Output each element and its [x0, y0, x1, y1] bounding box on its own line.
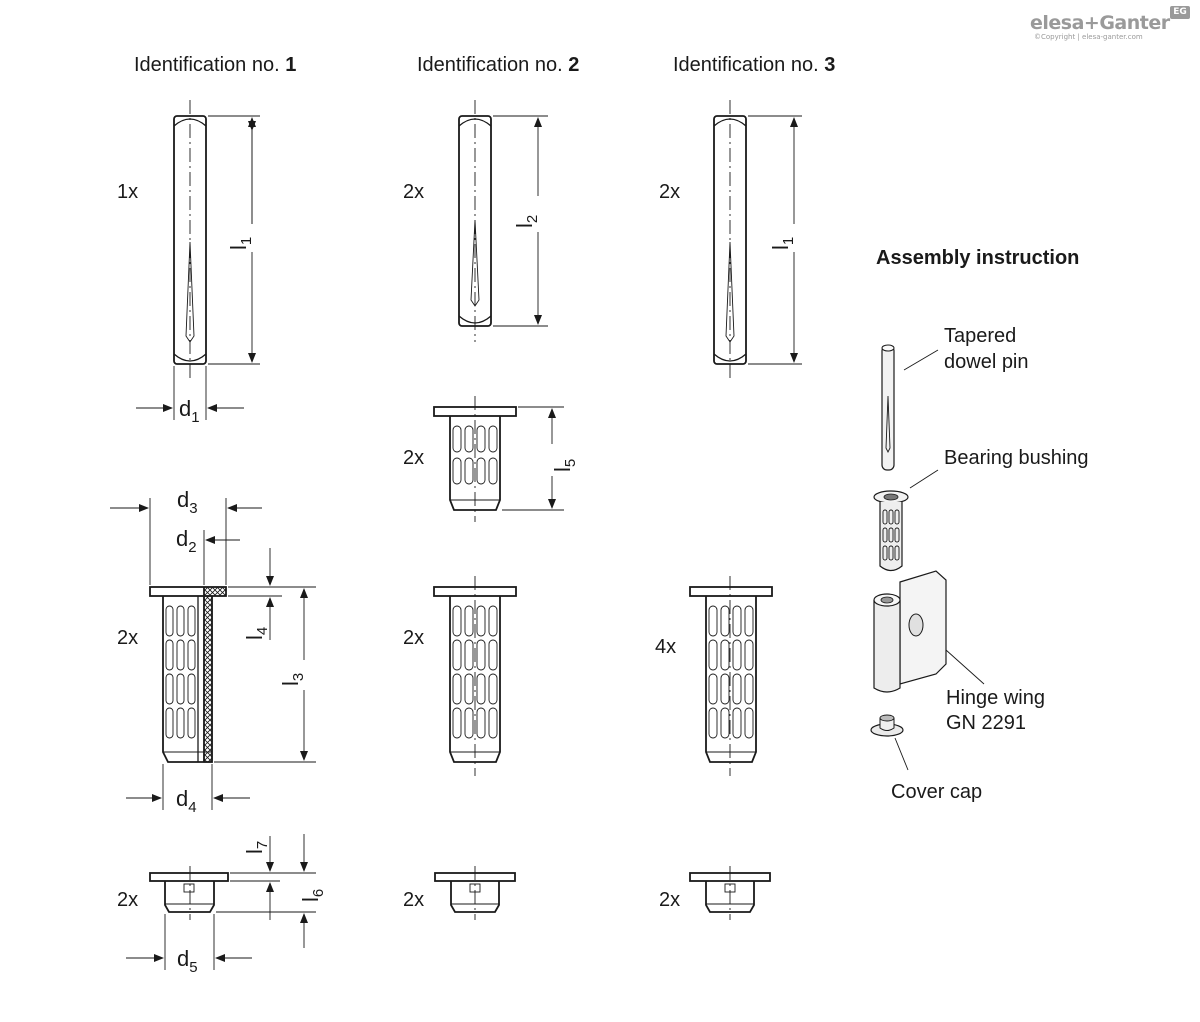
column-header-3: Identification no. 3	[673, 54, 835, 76]
qty-long-bushing-3: 4x	[655, 636, 676, 658]
qty-short-bushing: 2x	[403, 447, 424, 469]
qty-pin-2: 2x	[403, 181, 424, 203]
brand-logo: elesa+Ganter EG ©Copyright | elesa-gante…	[1030, 6, 1190, 44]
dim-label-l5: l5	[550, 459, 579, 472]
dim-l5: l5	[502, 406, 579, 511]
dim-l7-l6: l7 l6	[216, 834, 327, 948]
dim-d4: d4	[126, 764, 250, 816]
dim-label-d1: d1	[179, 396, 200, 426]
label-bearing-bushing: Bearing bushing	[944, 447, 1089, 469]
assembly-bearing-bushing	[873, 469, 939, 572]
dim-label-l3: l3	[278, 673, 307, 686]
cover-cap-1	[149, 866, 229, 920]
long-bushing-3	[689, 576, 773, 776]
qty-cap-1: 2x	[117, 889, 138, 911]
label-tapered-2: dowel pin	[944, 351, 1029, 373]
dim-l1-pin1: l1	[208, 115, 260, 365]
cover-cap-3	[689, 866, 771, 920]
assembly-tapered-pin	[881, 344, 939, 471]
short-bushing	[433, 396, 517, 522]
dim-label-d4: d4	[176, 786, 197, 816]
assembly-cover-cap	[870, 714, 909, 771]
dim-label-d2: d2	[176, 526, 197, 556]
dim-l2: l2	[493, 115, 548, 327]
qty-long-bushing-1: 2x	[117, 627, 138, 649]
dowel-pin-3	[713, 100, 747, 378]
label-tapered-1: Tapered	[944, 325, 1016, 347]
label-hinge-wing-1: Hinge wing	[946, 687, 1045, 709]
column-header-2: Identification no. 2	[417, 54, 579, 76]
dim-d3-d2: d3 d2	[110, 487, 262, 585]
dowel-pin-2	[458, 100, 492, 342]
qty-cap-3: 2x	[659, 889, 680, 911]
dim-d5: d5	[126, 914, 252, 976]
dim-label-l1b: l1	[768, 237, 797, 250]
brand-badge: EG	[1170, 6, 1190, 19]
dim-l3: l3	[214, 588, 316, 763]
dim-l1-pin3: l1	[748, 115, 802, 365]
qty-cap-2: 2x	[403, 889, 424, 911]
label-hinge-wing-2: GN 2291	[946, 712, 1026, 734]
brand-copyright: ©Copyright | elesa-ganter.com	[1034, 33, 1143, 41]
dim-d1: d1	[136, 366, 244, 426]
assembly-hinge-wing	[873, 570, 985, 693]
column-header-1: Identification no. 1	[134, 54, 296, 76]
qty-pin-3: 2x	[659, 181, 680, 203]
cover-cap-2	[434, 866, 516, 920]
dim-label-l6: l6	[298, 889, 327, 902]
dim-label-d3: d3	[177, 487, 198, 517]
brand-name: elesa+Ganter	[1030, 12, 1170, 34]
assembly-title: Assembly instruction	[876, 247, 1079, 269]
long-bushing-2	[433, 576, 517, 776]
qty-long-bushing-2: 2x	[403, 627, 424, 649]
dim-l4: l4	[228, 548, 316, 640]
label-cover-cap: Cover cap	[891, 781, 982, 803]
dim-label-l2: l2	[512, 215, 541, 228]
long-bushing-section	[149, 586, 227, 763]
dim-label-l4: l4	[242, 627, 271, 640]
qty-pin-1: 1x	[117, 181, 138, 203]
dowel-pin-1	[173, 100, 207, 378]
dim-label-d5: d5	[177, 946, 198, 976]
dim-label-l7: l7	[242, 841, 271, 854]
dim-label-l1: l1	[226, 237, 255, 250]
